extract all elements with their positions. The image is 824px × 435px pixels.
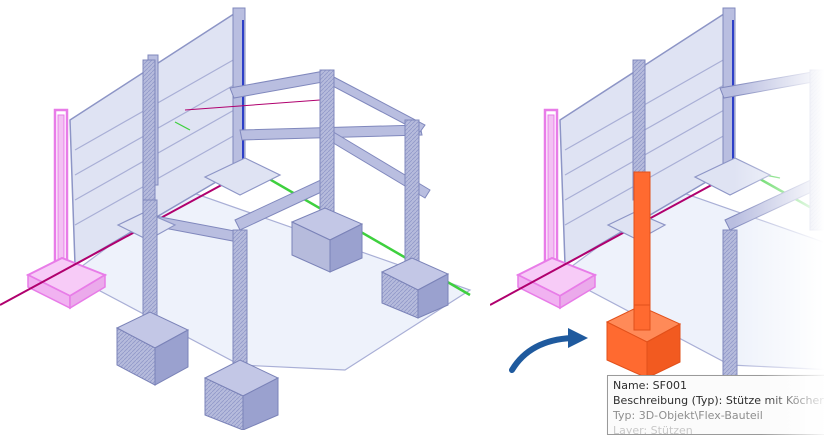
pad [203, 157, 282, 196]
model-view-before[interactable] [0, 0, 490, 430]
curved-arrow-icon [509, 328, 588, 373]
structure-3d-after [490, 7, 824, 381]
column [404, 119, 420, 276]
object-info-tooltip: Name: SF001 Beschreibung (Typ): Stütze m… [607, 375, 824, 435]
model-view-after[interactable] [490, 0, 824, 430]
column [232, 229, 248, 381]
x-axis [0, 174, 241, 306]
structure-3d-before [0, 7, 472, 430]
column [319, 69, 335, 231]
column [142, 59, 156, 201]
tooltip-name: Name: SF001 [613, 379, 687, 392]
selected-column [633, 171, 651, 328]
tooltip-description: Beschreibung (Typ): Stütze mit Köcherfun… [613, 394, 824, 407]
tooltip-type: Typ: 3D-Objekt\Flex-Bauteil [613, 409, 763, 422]
footing [204, 377, 244, 430]
tooltip-extra: Layer: Stützen [613, 424, 693, 435]
beam [229, 69, 335, 99]
